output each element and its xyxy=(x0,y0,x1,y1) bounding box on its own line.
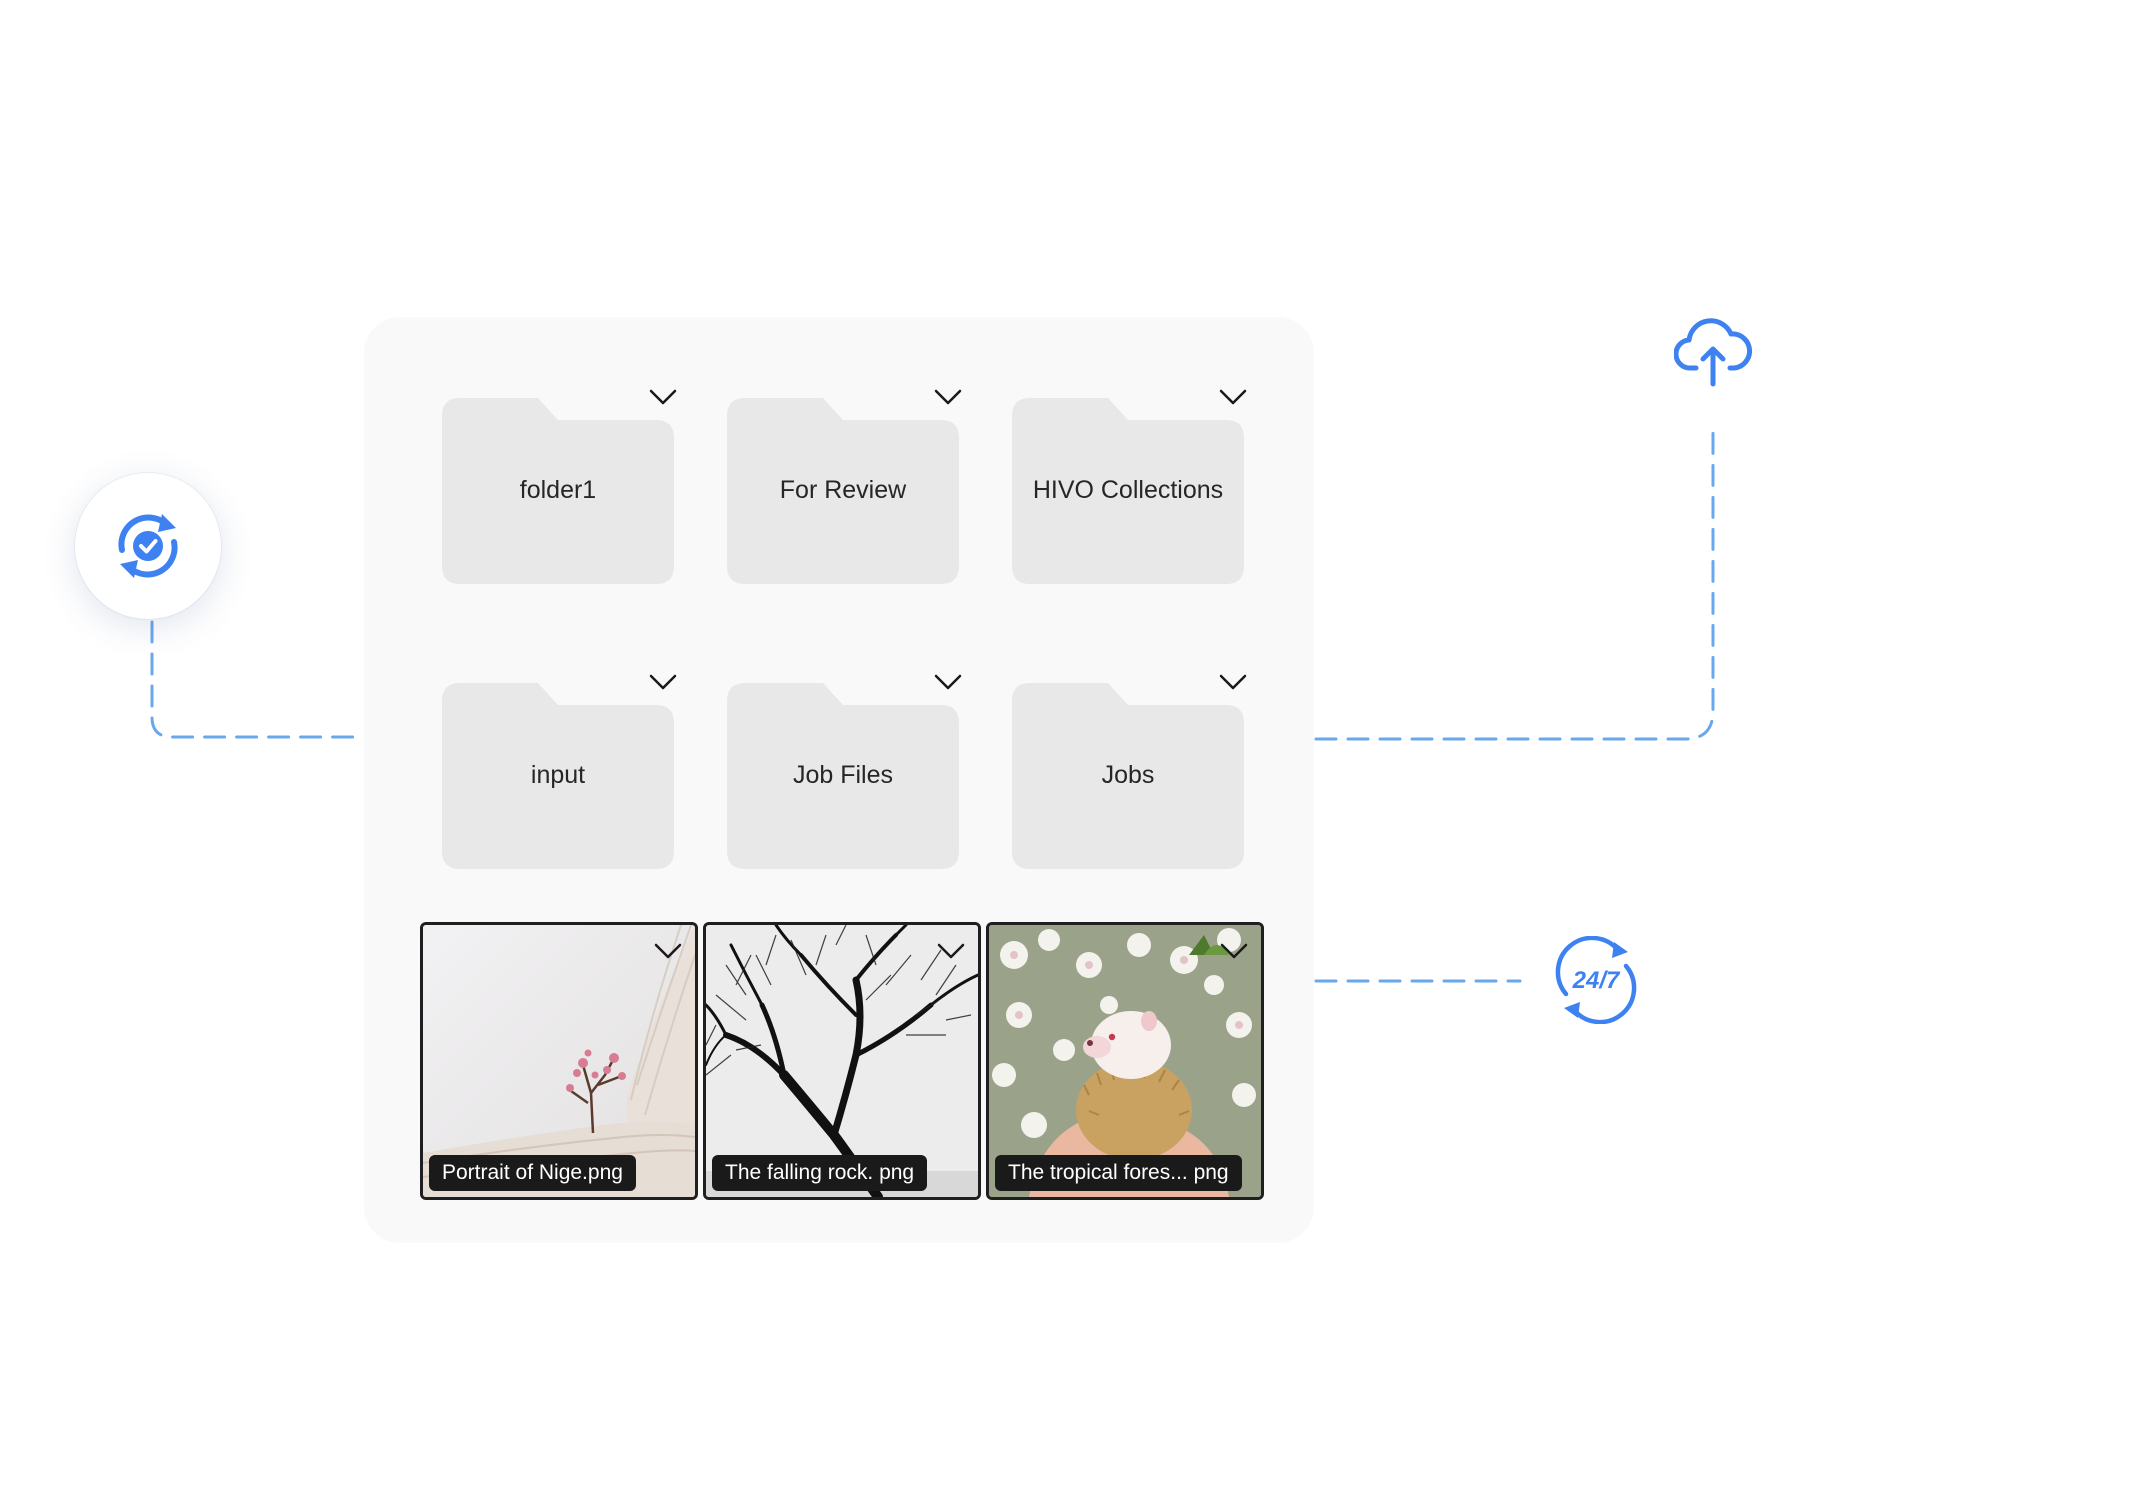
image-tile[interactable]: The falling rock. png xyxy=(703,922,981,1200)
always-on-wrap: 24/7 xyxy=(1552,936,1640,1024)
folder-name: Jobs xyxy=(1101,761,1155,789)
connector-upload xyxy=(1314,424,1715,741)
image-tile[interactable]: The tropical fores... png xyxy=(986,922,1264,1200)
file-name-label: Portrait of Nige.png xyxy=(429,1155,636,1191)
chevron-down-icon[interactable] xyxy=(1218,387,1248,407)
folder-name: folder1 xyxy=(519,476,597,504)
folder-name: HIVO Collections xyxy=(1032,476,1224,504)
folder-icon xyxy=(727,398,959,584)
file-name-label: The tropical fores... png xyxy=(995,1155,1242,1191)
folder-name: Job Files xyxy=(792,761,894,789)
folder-card[interactable]: HIVO Collections xyxy=(1012,398,1244,584)
upload-icon-wrap xyxy=(1674,312,1752,388)
folder-name: input xyxy=(530,761,586,789)
chevron-down-icon[interactable] xyxy=(933,672,963,692)
folder-icon xyxy=(442,398,674,584)
hedgehog-thumbnail xyxy=(989,925,1261,1197)
24-7-icon: 24/7 xyxy=(1555,936,1637,1024)
cloud-upload-icon xyxy=(1674,318,1752,387)
chevron-down-icon[interactable] xyxy=(1218,672,1248,692)
sync-check-icon xyxy=(118,514,178,578)
folder-card[interactable]: Job Files xyxy=(727,683,959,869)
chevron-down-icon[interactable] xyxy=(648,387,678,407)
24-7-label: 24/7 xyxy=(1572,967,1621,994)
folder-card[interactable]: For Review xyxy=(727,398,959,584)
chevron-down-icon[interactable] xyxy=(933,387,963,407)
folder-name: For Review xyxy=(779,476,907,504)
chevron-down-icon[interactable] xyxy=(936,941,966,961)
folder-icon xyxy=(727,683,959,869)
folder-icon xyxy=(1012,683,1244,869)
chevron-down-icon[interactable] xyxy=(1219,941,1249,961)
folder-icon xyxy=(442,683,674,869)
connector-left xyxy=(150,620,364,739)
folder-icon xyxy=(1012,398,1244,584)
image-tile[interactable]: Portrait of Nige.png xyxy=(420,922,698,1200)
chevron-down-icon[interactable] xyxy=(653,941,683,961)
chevron-down-icon[interactable] xyxy=(648,672,678,692)
folder-card[interactable]: input xyxy=(442,683,674,869)
sync-badge xyxy=(75,473,221,619)
file-name-label: The falling rock. png xyxy=(712,1155,928,1191)
folder-card[interactable]: Jobs xyxy=(1012,683,1244,869)
folder-card[interactable]: folder1 xyxy=(442,398,674,584)
